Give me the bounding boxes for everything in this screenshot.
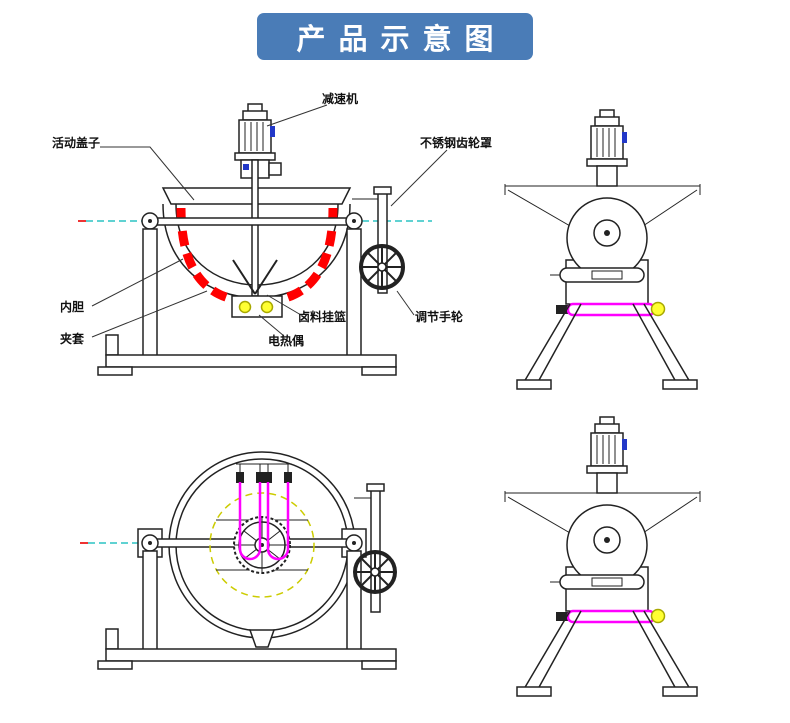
front-view-drawing (78, 103, 448, 376)
stand-top-view (97, 550, 397, 670)
title-banner: 产品示意图 (257, 13, 533, 60)
label-movable-lid: 活动盖子 (52, 136, 101, 150)
heating-tubes-top (236, 463, 292, 561)
side-view-top-drawing (504, 109, 701, 390)
gear-top (233, 516, 291, 574)
handwheel-front (352, 186, 405, 294)
label-thermocouple: 电热偶 (268, 334, 305, 348)
stand-side (516, 303, 698, 390)
pour-spout (248, 629, 276, 648)
side-view-bottom-drawing (503, 415, 702, 698)
top-view-drawing (80, 451, 397, 670)
agitator (149, 159, 355, 297)
page-title: 产品示意图 (296, 21, 507, 56)
motor-front (234, 103, 282, 179)
motor-side (586, 109, 628, 187)
label-brine-basket: 卤料挂篮 (298, 310, 347, 324)
label-adjust-handwheel: 调节手轮 (415, 310, 464, 324)
label-stainless-gear-cover: 不锈钢齿轮罩 (420, 136, 493, 150)
thermocouple-box (231, 295, 283, 318)
label-jacket: 夹套 (60, 332, 85, 346)
handwheel-top-view (353, 483, 397, 613)
leader-lines (91, 104, 448, 338)
label-inner-liner: 内胆 (60, 300, 85, 314)
heater-tube-side (556, 301, 666, 317)
label-reducer: 减速机 (322, 92, 359, 106)
stand-front (97, 228, 397, 376)
